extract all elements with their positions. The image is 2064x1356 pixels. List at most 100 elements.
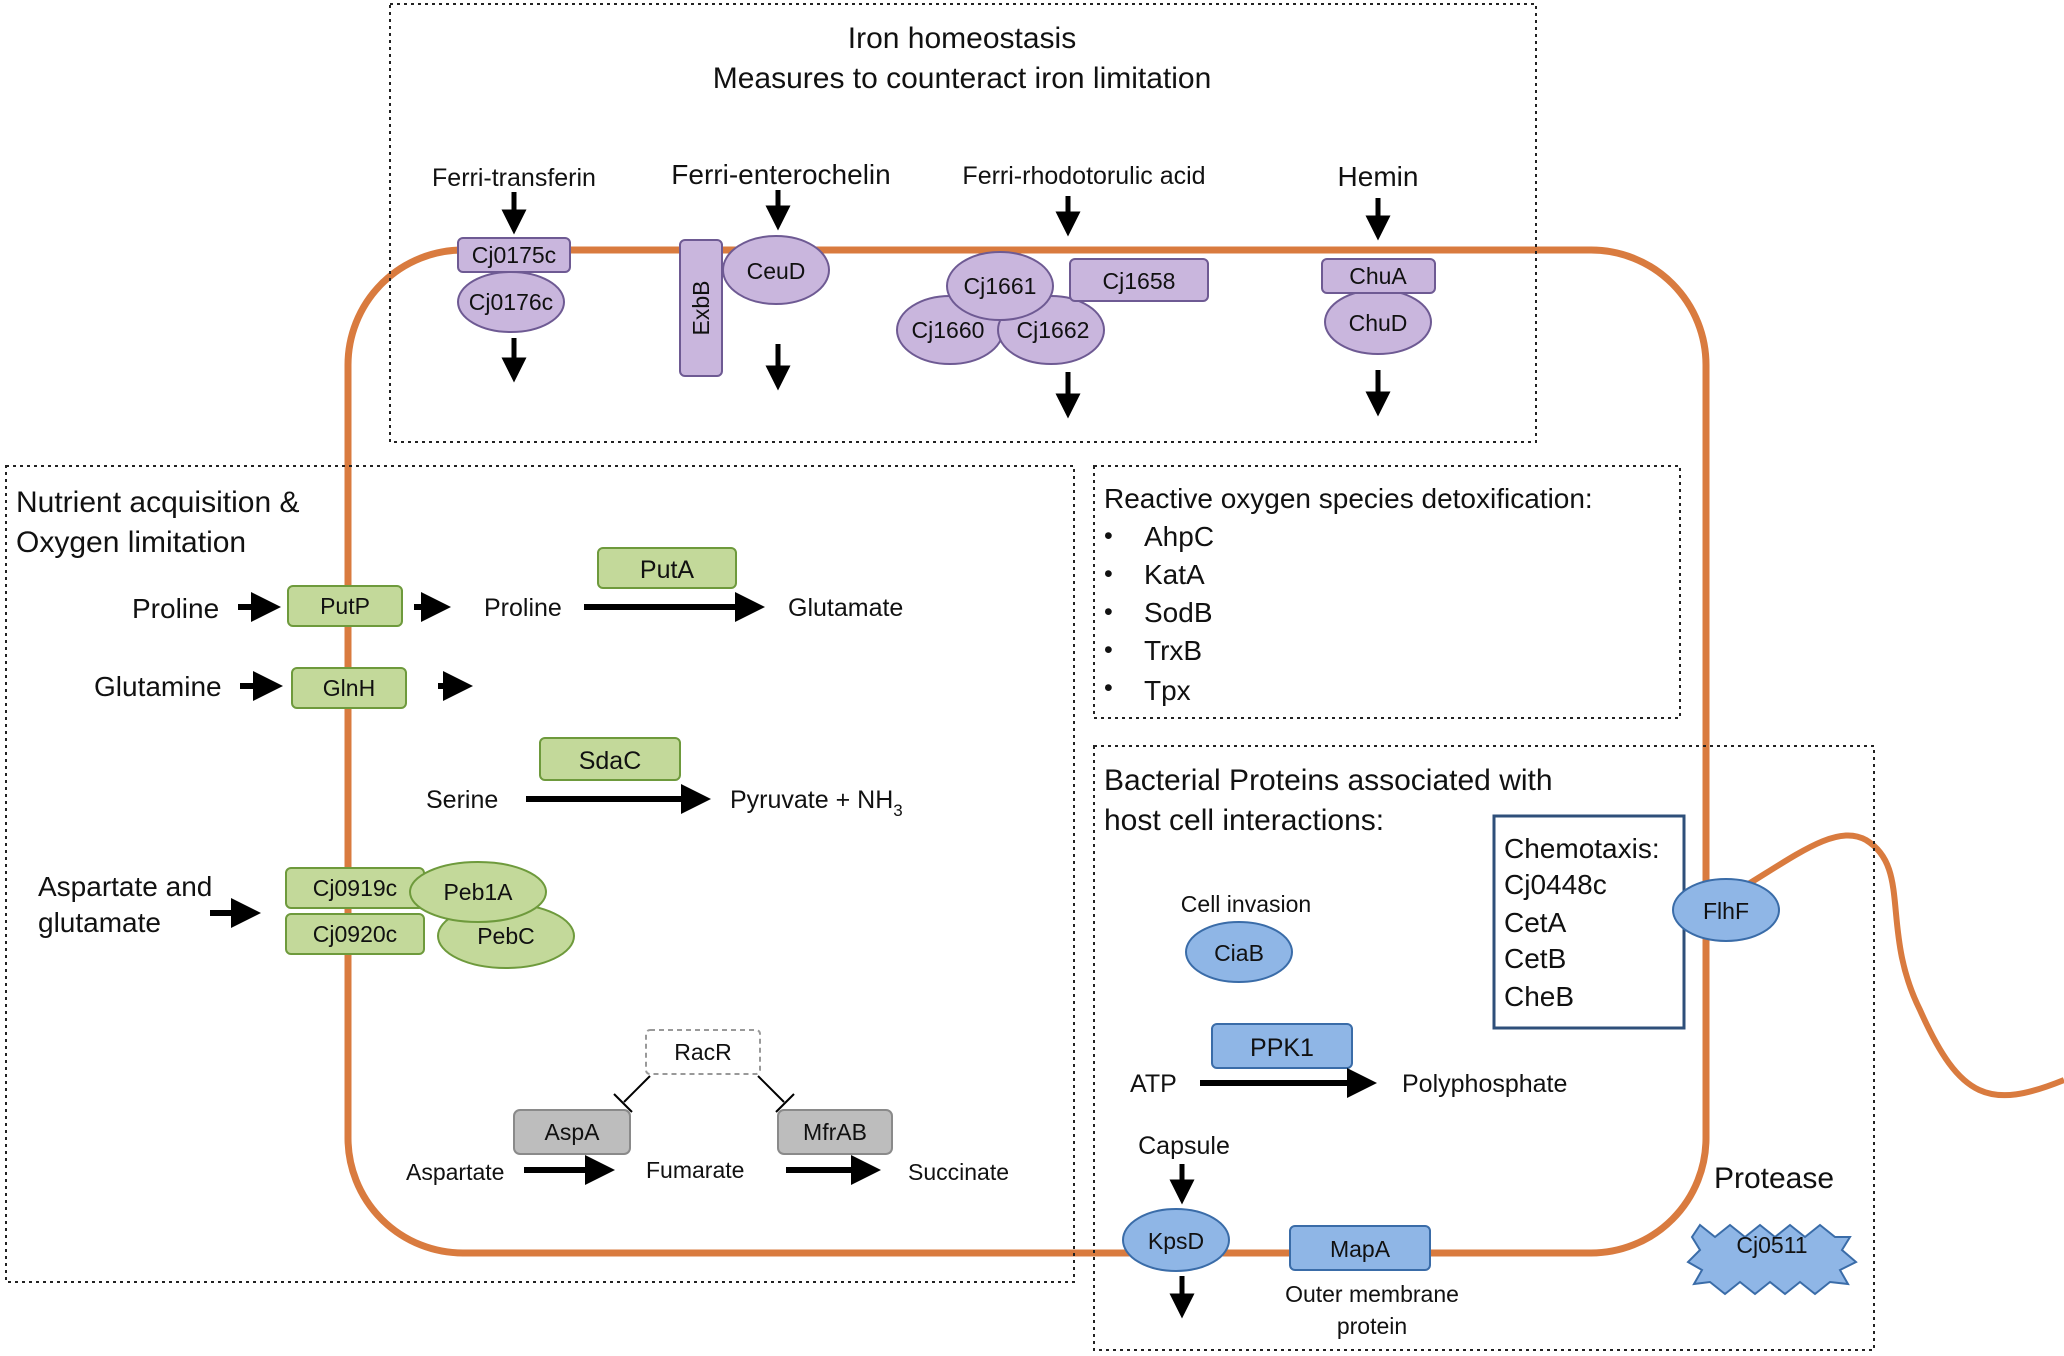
chua-protein xyxy=(1321,258,1436,294)
host-title-line2: host cell interactions: xyxy=(1104,804,1384,837)
outer-membrane-label-line2: protein xyxy=(1337,1313,1407,1339)
ciab-protein xyxy=(1185,921,1293,983)
sdac-label: SdaC xyxy=(579,747,642,775)
cell-invasion-label: Cell invasion xyxy=(1181,891,1311,917)
ros-section-box xyxy=(1093,465,1681,719)
ros-item-ahpc: AhpC xyxy=(1144,521,1214,552)
cj0175c-protein xyxy=(457,237,571,273)
puta-label: PutA xyxy=(640,556,695,584)
cj1662-label: Cj1662 xyxy=(1017,317,1090,343)
ros-bullet-5: • xyxy=(1104,674,1113,702)
iron-title-line1: Iron homeostasis xyxy=(848,22,1076,55)
cj0920c-protein xyxy=(285,913,425,955)
ppk1-label: PPK1 xyxy=(1250,1034,1314,1062)
asp-glu-label-line1: Aspartate and xyxy=(38,871,212,902)
chemotaxis-cetb: CetB xyxy=(1504,943,1566,974)
cj0511-protease-shape xyxy=(1686,1223,1858,1296)
ros-item-sodb: SodB xyxy=(1144,597,1213,628)
cj1661-protein xyxy=(946,251,1054,321)
ciab-label: CiaB xyxy=(1214,940,1264,966)
ppk1-protein xyxy=(1211,1023,1353,1069)
flhf-protein xyxy=(1672,878,1780,942)
proline-inside-label: Proline xyxy=(484,594,562,622)
aspa-label: AspA xyxy=(545,1119,601,1145)
ferri-transferrin-label: Ferri-transferin xyxy=(432,164,596,192)
ros-list: • AhpC • KatA • SodB • TrxB • Tpx xyxy=(1104,521,1214,706)
racr-inhibit-aspa-bar xyxy=(613,1093,633,1113)
kpsd-label: KpsD xyxy=(1148,1228,1204,1254)
succinate-label: Succinate xyxy=(908,1159,1009,1185)
nutrient-title-line1: Nutrient acquisition & xyxy=(16,486,299,519)
mapa-protein xyxy=(1289,1225,1431,1271)
exbb-protein xyxy=(679,239,723,377)
mfrab-protein xyxy=(777,1109,893,1155)
racr-inhibit-mfrab xyxy=(757,1075,785,1103)
puta-protein xyxy=(597,547,737,589)
cj1660-label: Cj1660 xyxy=(912,317,985,343)
nutrient-section-box xyxy=(5,465,1075,1283)
pyruvate-label: Pyruvate + NH3 xyxy=(730,786,903,820)
racr-box xyxy=(645,1029,761,1075)
capsule-label: Capsule xyxy=(1138,1132,1230,1160)
racr-inhibit-mfrab-bar xyxy=(775,1093,795,1113)
aspartate-label: Aspartate xyxy=(406,1159,504,1185)
chemotaxis-cheb: CheB xyxy=(1504,981,1574,1012)
cj1658-label: Cj1658 xyxy=(1103,268,1176,294)
peb1a-protein xyxy=(409,861,547,923)
outer-membrane-label-line1: Outer membrane xyxy=(1285,1281,1459,1307)
putp-protein xyxy=(287,585,403,627)
hemin-label: Hemin xyxy=(1338,161,1419,192)
iron-section-box xyxy=(389,3,1537,443)
flhf-label: FlhF xyxy=(1703,898,1749,924)
ferri-rhodotorulic-label: Ferri-rhodotorulic acid xyxy=(962,162,1205,190)
fumarate-label: Fumarate xyxy=(646,1157,744,1183)
ferri-enterochelin-label: Ferri-enterochelin xyxy=(671,159,890,190)
atp-label: ATP xyxy=(1130,1070,1177,1098)
ros-bullet-1: • xyxy=(1104,522,1113,550)
aspa-protein xyxy=(513,1109,631,1155)
ros-bullet-4: • xyxy=(1104,636,1113,664)
pyruvate-text: Pyruvate + NH xyxy=(730,786,893,814)
cj1661-label: Cj1661 xyxy=(964,273,1037,299)
kpsd-protein xyxy=(1122,1208,1230,1272)
iron-title-line2: Measures to counteract iron limitation xyxy=(713,62,1212,95)
ros-title: Reactive oxygen species detoxification: xyxy=(1104,483,1593,514)
glutamate-label: Glutamate xyxy=(788,594,903,622)
protease-label: Protease xyxy=(1714,1162,1834,1195)
chua-label: ChuA xyxy=(1349,263,1407,289)
cj0175c-label: Cj0175c xyxy=(472,242,556,268)
racr-label: RacR xyxy=(674,1039,732,1065)
putp-label: PutP xyxy=(320,593,370,619)
glnh-protein xyxy=(291,667,407,709)
asp-glu-label-line2: glutamate xyxy=(38,907,161,938)
mfrab-label: MfrAB xyxy=(803,1119,867,1145)
ros-bullet-3: • xyxy=(1104,598,1113,626)
pebc-label: PebC xyxy=(477,923,535,949)
host-title-line1: Bacterial Proteins associated with xyxy=(1104,764,1553,797)
racr-inhibit-aspa xyxy=(623,1075,651,1103)
chemotaxis-cj0448c: Cj0448c xyxy=(1504,869,1607,900)
polyphosphate-label: Polyphosphate xyxy=(1402,1070,1567,1098)
nutrient-title-line2: Oxygen limitation xyxy=(16,526,246,559)
chemotaxis-ceta: CetA xyxy=(1504,907,1567,938)
chemotaxis-title: Chemotaxis: xyxy=(1504,833,1660,864)
glnh-label: GlnH xyxy=(323,675,375,701)
cj0176c-label: Cj0176c xyxy=(469,289,553,315)
ceud-protein xyxy=(722,235,830,305)
flagellum xyxy=(1698,832,2064,1099)
cj1658-protein xyxy=(1069,258,1209,302)
exbb-label: ExbB xyxy=(688,281,714,336)
serine-label: Serine xyxy=(426,786,498,814)
ros-item-tpx: Tpx xyxy=(1144,675,1191,706)
ros-bullet-2: • xyxy=(1104,560,1113,588)
mapa-label: MapA xyxy=(1330,1236,1391,1262)
sdac-protein xyxy=(539,737,681,781)
chud-label: ChuD xyxy=(1349,310,1408,336)
peb1a-label: Peb1A xyxy=(443,879,513,905)
cell-membrane xyxy=(344,246,1710,1257)
glutamine-label: Glutamine xyxy=(94,671,222,702)
ros-item-kata: KatA xyxy=(1144,559,1205,590)
cj0511-label: Cj0511 xyxy=(1736,1232,1807,1258)
ros-item-trxb: TrxB xyxy=(1144,635,1202,666)
